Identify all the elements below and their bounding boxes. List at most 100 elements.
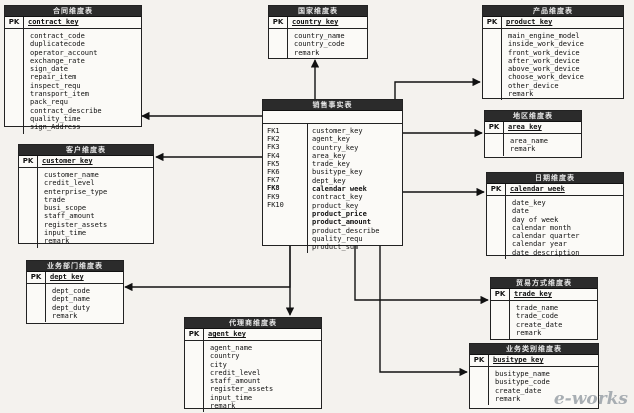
attribute: calendar month: [512, 223, 572, 232]
attribute: above_work_device: [508, 65, 580, 74]
customer-dimension-table: 客户维度表 PK customer_key customer_name cred…: [18, 144, 154, 248]
primary-key: area_key: [508, 123, 542, 131]
attribute: operator_account: [30, 48, 98, 57]
attribute: calendar week: [312, 185, 367, 194]
attribute: product_amount: [312, 218, 372, 227]
fk-label: FK6: [267, 168, 280, 177]
table-title: 业务类别维度表: [470, 344, 598, 355]
attribute: country_code: [294, 40, 345, 49]
attribute: quality_time: [30, 114, 81, 123]
pk-label: PK: [483, 17, 502, 28]
primary-key: product_key: [506, 18, 553, 26]
attribute: dept_key: [312, 176, 346, 185]
attribute: dept_name: [52, 295, 90, 304]
attribute: credit_level: [210, 368, 261, 377]
fk-label: FK2: [267, 135, 280, 144]
attribute: register_assets: [210, 385, 274, 394]
trade-dimension-table: 贸易方式维度表 PK trade_key trade_name trade_co…: [490, 277, 598, 340]
attribute: date_key: [512, 199, 546, 207]
attribute: front_work_device: [508, 48, 580, 57]
attribute-list: area_name remark: [504, 134, 548, 156]
attribute: remark: [210, 402, 236, 411]
attribute: contract_describe: [30, 106, 102, 115]
fk-label: FK8: [267, 184, 280, 193]
attribute: remark: [44, 237, 70, 246]
attribute: busitype_key: [312, 168, 363, 177]
attribute: transport_item: [30, 90, 90, 99]
country-dimension-table: 国家维度表 PK country_key country_name countr…: [268, 5, 368, 59]
contract-dimension-table: 合同维度表 PK contract_key contract_code dupl…: [4, 5, 142, 134]
attribute: area_name: [510, 137, 548, 145]
attribute: customer_key: [312, 127, 363, 135]
attribute: input_time: [44, 229, 87, 238]
pk-label: PK: [5, 17, 24, 28]
attribute: staff_amount: [210, 377, 261, 386]
attribute: agent_key: [312, 135, 350, 144]
fk-label: FK9: [267, 192, 280, 201]
fk-label: FK3: [267, 143, 280, 152]
attribute: busitype_code: [495, 378, 550, 387]
attribute: quality_requ: [312, 234, 363, 243]
pk-label: PK: [19, 156, 38, 167]
fk-label: FK5: [267, 159, 280, 168]
attribute: city: [210, 360, 227, 369]
attribute: pack_requ: [30, 98, 68, 107]
attribute: trade: [44, 195, 66, 204]
attribute: customer_name: [44, 171, 99, 179]
attribute: remark: [508, 90, 534, 99]
dept-dimension-table: 业务部门维度表 PK dept_key dept_code dept_name …: [26, 260, 124, 324]
table-title: 日期维度表: [487, 173, 623, 184]
attribute: after_work_device: [508, 56, 580, 65]
fk-label: FK7: [267, 176, 280, 185]
table-title: 业务部门维度表: [27, 261, 123, 272]
primary-key: country_key: [292, 18, 339, 26]
attribute: remark: [52, 311, 78, 320]
primary-key: contract_key: [28, 18, 79, 26]
eworks-watermark: e-works: [553, 389, 628, 409]
attribute: remark: [510, 145, 536, 154]
attribute-list: customer_key agent_key country_key area_…: [308, 124, 379, 253]
connector-trade: [354, 246, 489, 305]
attribute: country: [210, 352, 240, 361]
pk-label: PK: [491, 289, 510, 300]
attribute: busitype_name: [495, 370, 550, 378]
attribute: trade_name: [516, 304, 559, 312]
pk-label: PK: [487, 184, 506, 195]
attribute-list: contract_code duplicatecode operator_acc…: [24, 29, 102, 134]
attribute-list: country_name country_code remark: [288, 29, 345, 59]
attribute: product_sum: [312, 243, 359, 252]
attribute: calendar quarter: [512, 232, 580, 241]
attribute-list: busitype_name busitype_code create_date …: [489, 367, 550, 405]
attribute: remark: [294, 48, 320, 57]
attribute: trade_code: [516, 312, 559, 321]
table-title: 客户维度表: [19, 145, 153, 156]
connector-busitype: [379, 246, 468, 377]
attribute: create_date: [516, 320, 563, 329]
primary-key: calendar_week: [510, 185, 565, 193]
foreign-key-labels: FK1 FK2 FK3 FK4 FK5 FK6 FK7 FK8 FK9 FK10: [263, 124, 308, 254]
primary-key: dept_key: [50, 273, 84, 281]
area-dimension-table: 地区维度表 PK area_key area_name remark: [484, 110, 582, 158]
fk-label: FK4: [267, 151, 280, 160]
table-title: 代理商维度表: [185, 318, 321, 329]
attribute: credit_level: [44, 179, 95, 188]
table-title: 合同维度表: [5, 6, 141, 17]
attribute: create_date: [495, 386, 542, 395]
attribute: dept_duty: [52, 303, 90, 312]
primary-key: busitype_key: [493, 356, 544, 364]
attribute-list: dept_code dept_name dept_duty remark: [46, 284, 90, 322]
attribute: date description: [512, 248, 580, 257]
fk-label: FK1: [267, 127, 280, 135]
attribute: repair_item: [30, 73, 77, 82]
primary-key: trade_key: [514, 290, 552, 298]
attribute: sign_date: [30, 65, 68, 74]
product-dimension-table: 产品维度表 PK product_key main_engine_model i…: [482, 5, 624, 101]
attribute: busi_scope: [44, 204, 87, 213]
attribute: remark: [516, 328, 542, 337]
attribute: main_engine_model: [508, 32, 580, 40]
table-title: 国家维度表: [269, 6, 367, 17]
attribute: exchange_rate: [30, 56, 85, 65]
pk-label: PK: [27, 272, 46, 283]
table-title: 贸易方式维度表: [491, 278, 597, 289]
attribute: dept_code: [52, 287, 90, 295]
